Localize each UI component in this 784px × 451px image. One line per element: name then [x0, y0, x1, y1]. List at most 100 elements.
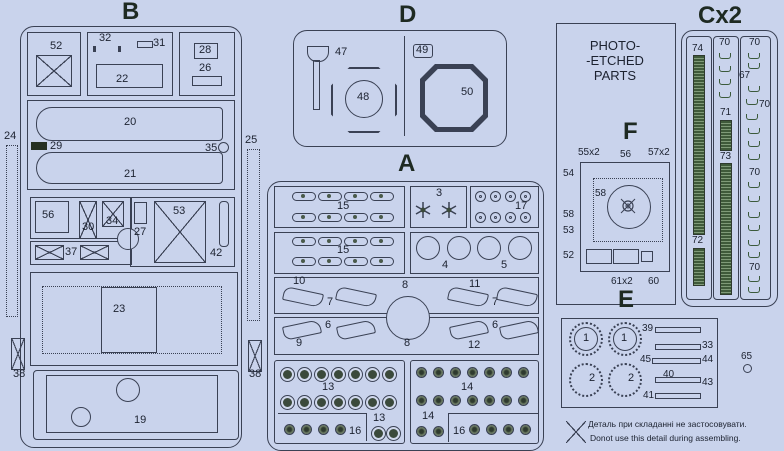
part-15 — [370, 237, 394, 246]
part-38-left-crossed — [11, 338, 25, 370]
part-label-56: 56 — [620, 149, 632, 160]
part-29-shape — [31, 142, 47, 150]
part-40-bar — [655, 377, 701, 383]
part-5-wheel — [508, 236, 532, 260]
part-13 — [387, 427, 400, 440]
part-13 — [332, 396, 345, 409]
part-13 — [372, 427, 385, 440]
part-25-track — [247, 149, 260, 321]
part-15 — [292, 257, 316, 266]
part-label-38-left: 38 — [13, 368, 26, 380]
part-13 — [349, 396, 362, 409]
part-14 — [434, 427, 443, 436]
part-4-wheel — [447, 236, 471, 260]
part-box-3 — [410, 186, 467, 228]
sprue-letter-e: E — [618, 286, 635, 313]
part-label-37: 37 — [65, 246, 78, 258]
sprue-b-gate — [117, 228, 139, 250]
part-70-pad — [748, 53, 760, 59]
part-15 — [318, 237, 342, 246]
part-73-track — [720, 163, 732, 295]
part-label-74: 74 — [692, 43, 704, 54]
part-26-shape — [192, 76, 222, 86]
part-70-pad — [748, 182, 760, 188]
part-14 — [434, 396, 443, 405]
sprue-a-gate — [386, 296, 430, 340]
part-38-right-crossed — [248, 340, 262, 372]
photo-etched-panel — [556, 23, 676, 305]
part-70-pad — [748, 212, 760, 218]
part-box-37 — [30, 241, 132, 265]
part-label-31: 31 — [153, 37, 166, 49]
part-70-pad — [748, 225, 760, 231]
part-label-13-top: 13 — [322, 381, 335, 393]
part-15 — [370, 213, 394, 222]
part-14 — [417, 368, 426, 377]
part-label-1-left: 1 — [583, 332, 590, 344]
part-20-shape — [36, 107, 223, 141]
part-label-67: 67 — [739, 70, 751, 81]
part-22-shape — [96, 64, 163, 88]
part-label-56: 56 — [42, 209, 55, 221]
track-column-1 — [686, 36, 712, 300]
part-16 — [336, 425, 345, 434]
part-31-shape — [137, 41, 153, 48]
part-35-shape — [218, 142, 229, 153]
part-17 — [520, 191, 531, 202]
part-19-shape — [46, 375, 218, 433]
part-label-34: 34 — [106, 215, 119, 227]
part-17 — [475, 191, 486, 202]
part-13 — [383, 368, 396, 381]
part-label-53: 53 — [563, 225, 575, 236]
part-label-60: 60 — [648, 276, 660, 287]
part-70-pad — [748, 252, 760, 258]
part-label-20: 20 — [124, 116, 137, 128]
photo-etched-title-line-3: PARTS — [593, 68, 637, 83]
part-box-17 — [470, 186, 539, 228]
part-14 — [502, 368, 511, 377]
part-box-22 — [87, 32, 173, 96]
part-label-21: 21 — [124, 168, 137, 180]
part-label-70-e: 70 — [749, 262, 761, 273]
part-3-star — [441, 202, 457, 218]
part-label-6-left: 6 — [325, 319, 332, 331]
track-column-3 — [740, 36, 771, 300]
part-15 — [318, 257, 342, 266]
part-label-40: 40 — [663, 369, 675, 380]
part-label-58-side: 58 — [563, 209, 575, 220]
part-70-pad — [748, 63, 760, 69]
part-label-32: 32 — [99, 32, 112, 44]
part-label-7-left: 7 — [327, 296, 334, 308]
part-48-ring — [345, 80, 383, 118]
part-label-47: 47 — [335, 46, 348, 58]
part-70-pad — [748, 154, 760, 160]
part-58-plate — [593, 178, 663, 242]
part-14 — [502, 396, 511, 405]
part-label-27: 27 — [134, 226, 147, 238]
part-13 — [315, 396, 328, 409]
part-15 — [370, 257, 394, 266]
part-label-2-left: 2 — [589, 372, 596, 384]
sprue-letter-a: A — [398, 150, 416, 177]
part-label-35: 35 — [205, 142, 218, 154]
part-70-pad — [746, 114, 758, 120]
part-label-49: 49 — [416, 44, 429, 56]
part-label-26: 26 — [199, 62, 212, 74]
part-13 — [366, 396, 379, 409]
part-label-42: 42 — [210, 247, 223, 259]
part-30-crossed — [79, 201, 97, 239]
part-label-52: 52 — [50, 40, 63, 52]
part-box-28-26 — [179, 32, 235, 96]
legend-text-ukrainian: Деталь при складанні не застосовувати. — [588, 419, 747, 429]
sprue-d-divider — [404, 36, 405, 136]
part-70-pad — [719, 66, 731, 72]
part-70-pad — [748, 196, 760, 202]
part-14 — [434, 368, 443, 377]
part-16 — [319, 425, 328, 434]
part-70-pad — [746, 99, 758, 105]
part-15 — [292, 237, 316, 246]
part-14 — [519, 396, 528, 405]
part-33-bar — [655, 344, 701, 350]
part-15 — [344, 237, 368, 246]
part-13 — [349, 368, 362, 381]
